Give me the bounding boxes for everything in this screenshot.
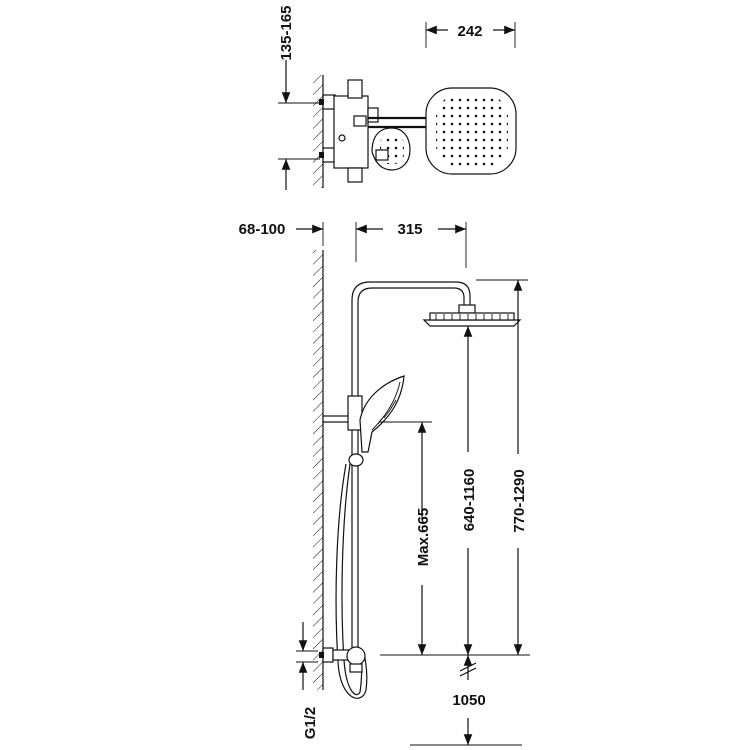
side-view: 68-100 315	[239, 221, 530, 746]
shower-hose	[341, 463, 363, 696]
dim-arm-height: 135-165	[278, 5, 295, 60]
dim-connection: G1/2	[302, 707, 319, 740]
hand-shower-side-view	[359, 375, 405, 453]
dim-wall-offset: 68-100	[239, 221, 286, 238]
top-view: 135-165 242	[278, 5, 517, 190]
dim-arm-reach: 315	[397, 221, 422, 238]
dim-head-width: 242	[457, 23, 482, 40]
dim-floor-height: 1050	[452, 692, 485, 709]
dim-head-height: 640-1160	[461, 469, 478, 532]
mixer-top-view	[333, 95, 369, 169]
dim-handshower-height: Max.665	[415, 508, 432, 566]
dim-total-height: 770-1290	[511, 469, 528, 532]
shower-column	[351, 281, 471, 650]
rain-head-side-view	[422, 319, 522, 327]
wall-top-view	[313, 75, 323, 188]
wall-side-view	[313, 250, 323, 690]
